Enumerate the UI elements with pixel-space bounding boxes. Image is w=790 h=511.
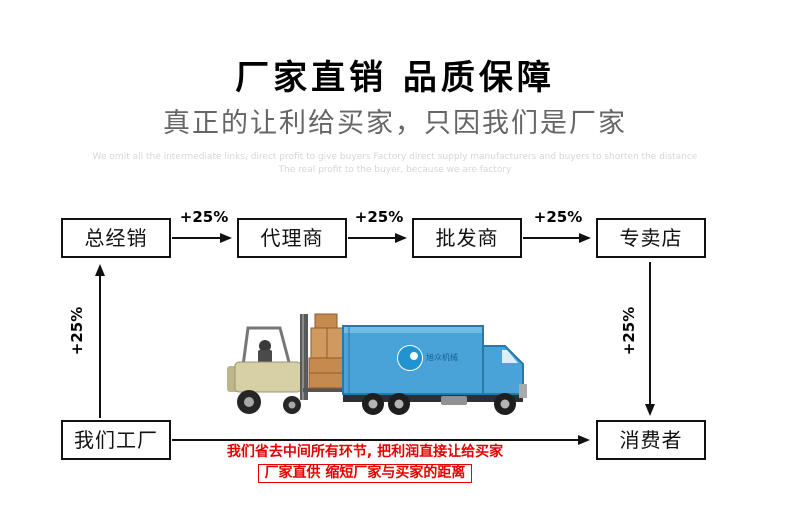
- truck-logo-icon: 旭众机械: [397, 345, 458, 371]
- watermark-text: We omit all the intermediate links, dire…: [0, 151, 790, 177]
- page-subtitle: 真正的让利给买家，只因我们是厂家: [163, 108, 627, 139]
- footnote-line-1: 我们省去中间所有环节, 把利润直接让给买家: [226, 444, 504, 460]
- page-title: 厂家直销 品质保障: [235, 58, 555, 98]
- watermark-line-2: The real profit to the buyer, because we…: [278, 165, 512, 175]
- forklift-icon: [227, 314, 347, 414]
- footnote-line-2: 厂家直供 缩短厂家与买家的距离: [257, 464, 473, 483]
- truck-icon: 旭众机械: [342, 325, 527, 415]
- truck-illustration: 旭众机械: [227, 313, 527, 415]
- increment-label-2: +25%: [354, 208, 404, 226]
- watermark-line-1: We omit all the intermediate links, dire…: [92, 152, 698, 162]
- truck-logo-text: 旭众机械: [426, 352, 458, 362]
- footnote: 我们省去中间所有环节, 把利润直接让给买家 厂家直供 缩短厂家与买家的距离: [170, 443, 560, 483]
- increment-label-1: +25%: [179, 208, 229, 226]
- node-wholesaler: 批发商: [412, 218, 522, 258]
- node-agent: 代理商: [237, 218, 347, 258]
- node-specialty-store: 专卖店: [596, 218, 706, 258]
- increment-label-left-vertical: +25%: [68, 306, 86, 356]
- increment-label-right-vertical: +25%: [620, 306, 638, 356]
- increment-label-3: +25%: [533, 208, 583, 226]
- cargo-boxes-icon: [308, 313, 346, 389]
- node-consumer: 消费者: [596, 420, 706, 460]
- node-our-factory: 我们工厂: [61, 420, 171, 460]
- node-general-distributor: 总经销: [61, 218, 171, 258]
